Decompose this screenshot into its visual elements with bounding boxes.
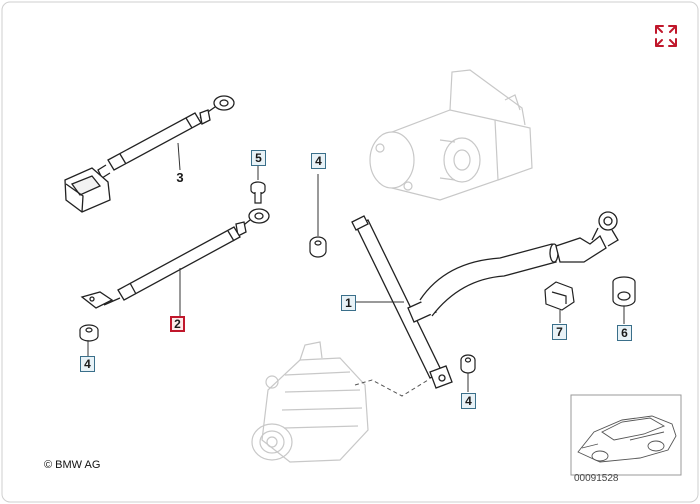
callout-6[interactable]: 6 bbox=[617, 325, 632, 341]
expand-arrows-icon[interactable] bbox=[652, 24, 680, 48]
expand-arrows-svg bbox=[655, 25, 677, 47]
callout-4-bottom[interactable]: 4 bbox=[461, 393, 476, 409]
callout-2[interactable]: 2 bbox=[170, 316, 185, 332]
bolt-part-5 bbox=[250, 181, 266, 204]
callout-7[interactable]: 7 bbox=[552, 324, 567, 340]
starter-motor-drawing bbox=[369, 69, 533, 201]
callout-3[interactable]: 3 bbox=[176, 170, 184, 185]
grommet-part-4-left bbox=[79, 324, 99, 342]
document-number: 00091528 bbox=[574, 473, 619, 484]
grommet-part-4-bottom bbox=[460, 354, 476, 374]
cable-part-2 bbox=[80, 208, 270, 309]
callout-1[interactable]: 1 bbox=[341, 295, 356, 311]
callout-5[interactable]: 5 bbox=[251, 150, 266, 166]
callout-4-left[interactable]: 4 bbox=[80, 356, 95, 372]
leader-3 bbox=[177, 142, 181, 171]
cap-part-6 bbox=[612, 276, 636, 307]
grommet-part-4-top bbox=[309, 236, 327, 258]
cable-part-3 bbox=[64, 95, 235, 213]
copyright-text: © BMW AG bbox=[44, 459, 101, 471]
alternator-drawing bbox=[251, 341, 369, 463]
mounting-dashed-line bbox=[354, 379, 429, 397]
cable-part-1 bbox=[351, 211, 619, 389]
vehicle-thumbnail[interactable] bbox=[570, 394, 682, 476]
clip-part-7 bbox=[544, 281, 575, 311]
callout-4-top[interactable]: 4 bbox=[311, 153, 326, 169]
